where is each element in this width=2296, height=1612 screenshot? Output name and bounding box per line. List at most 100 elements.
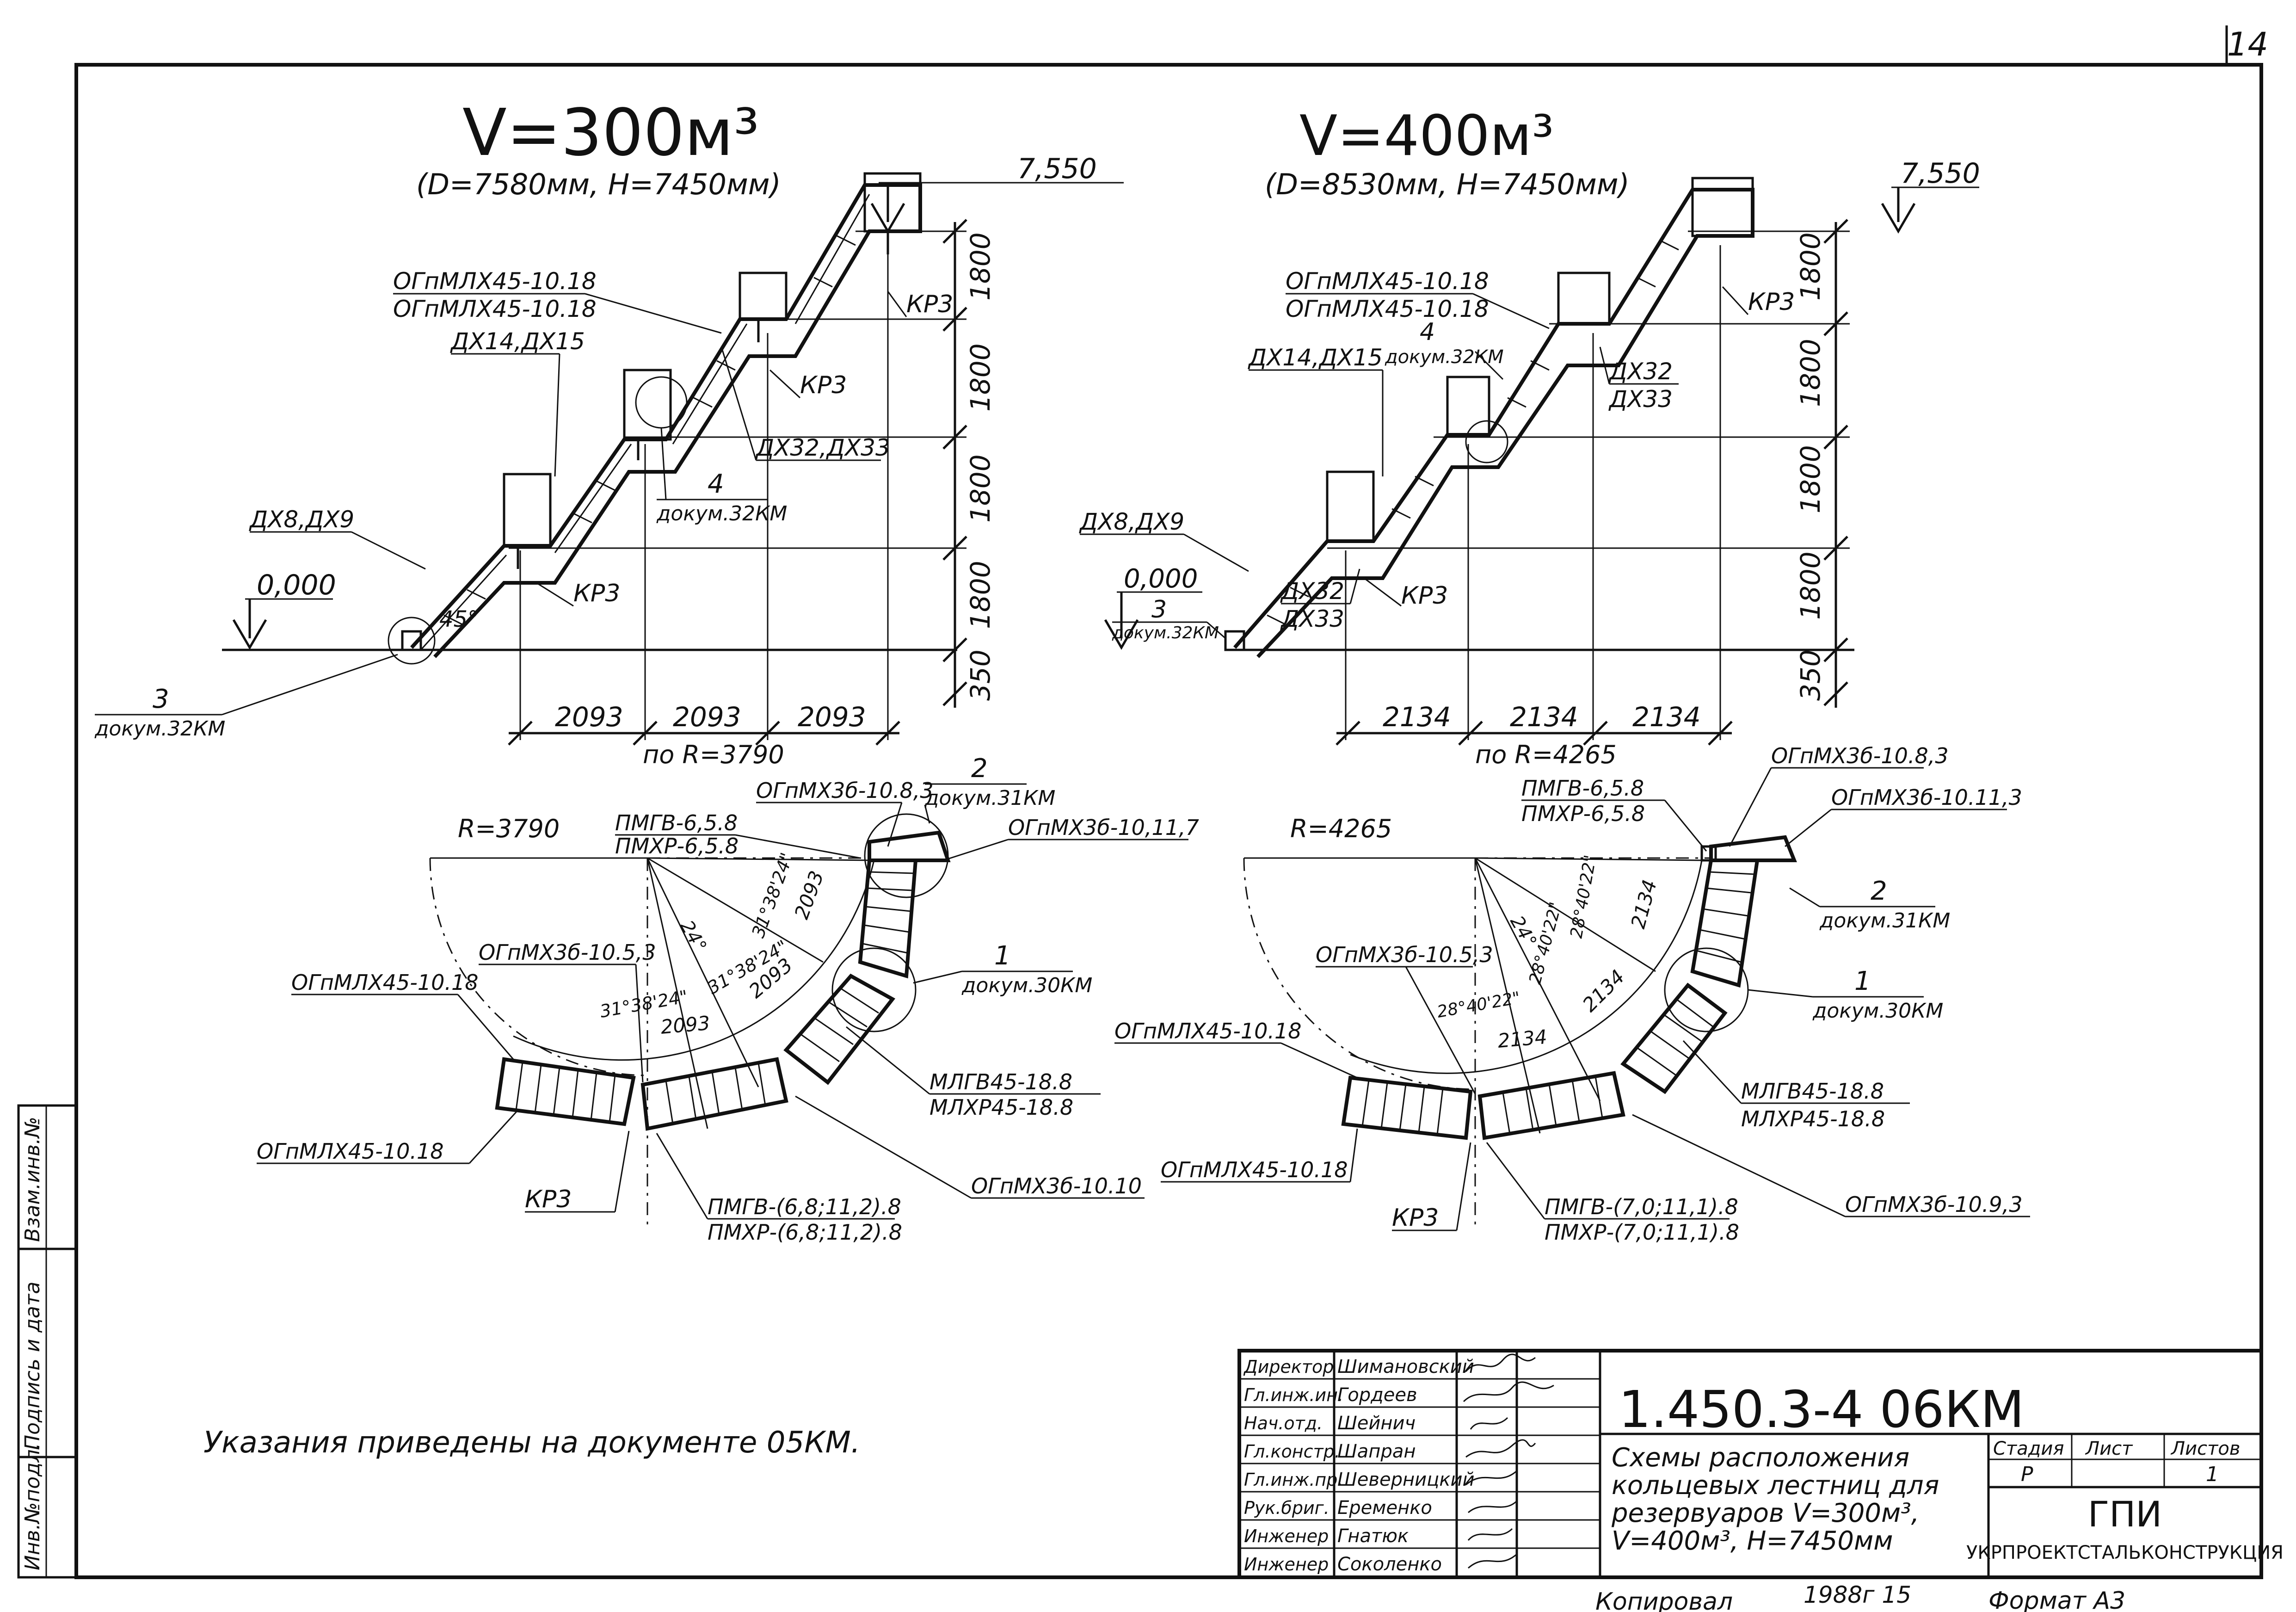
right-landing-2	[1446, 376, 1490, 436]
left-landing-3	[739, 272, 788, 321]
tb-role-2: Гл.инж.ин.	[1244, 1385, 1343, 1405]
left-view-subtitle: (D=7580мм, H=7450мм)	[416, 167, 781, 201]
left-leader	[222, 654, 398, 716]
left-plan-stair-3	[783, 973, 896, 1085]
tb-role-1: Директор	[1243, 1357, 1334, 1377]
copy-year: 1988г 15	[1804, 1581, 1911, 1608]
right-plan-leader	[1349, 1128, 1358, 1182]
right-leader	[1472, 293, 1550, 329]
left-plan-leader	[846, 1026, 930, 1095]
right-plan-arc2: 2134	[1578, 965, 1629, 1016]
right-ref4-doc: докум.32КМ	[1385, 346, 1504, 368]
left-plan-leader	[457, 994, 514, 1060]
right-plan-pmhr: ПМХР-6,5.8	[1521, 801, 1645, 826]
left-ref4-num: 4	[708, 469, 724, 499]
left-plan-inner-arc	[513, 860, 875, 1061]
left-ref4-doc: докум.32КМ	[656, 502, 787, 525]
left-plan-leader	[887, 802, 903, 847]
right-plan: R=4265 ПМГВ-6,5.8 ПМХР-6,5.8 ОГпМХ3б-10.…	[1114, 743, 2030, 1245]
tb-desc-4: V=400м³, H=7450мм	[1612, 1526, 1893, 1556]
left-dim-v-4: 1800	[965, 561, 996, 629]
left-plan-arc3: 2093	[790, 868, 828, 922]
left-stair-treads	[443, 235, 856, 625]
left-leader	[887, 291, 907, 317]
general-note: Указания приведены на документе 05КМ.	[203, 1426, 860, 1460]
left-plan-pmhr: ПМХР-6,5.8	[615, 834, 739, 858]
left-plan-ang4: 31°38'24"	[748, 850, 797, 940]
right-leader	[1183, 533, 1249, 572]
tb-role-4: Гл.констр.	[1244, 1441, 1340, 1462]
left-base-plate	[401, 630, 422, 651]
left-plan-ogmh-1010: ОГпМХ3б-10.10	[971, 1173, 1142, 1198]
side-stamp-sign: Подпись и дата	[21, 1282, 44, 1450]
left-leader	[769, 369, 801, 399]
right-elevation: V=400м³ (D=8530мм, H=7450мм) 1800 1800 1…	[1079, 104, 1980, 769]
left-plan-mlhr: МЛХР45-18.8	[929, 1095, 1073, 1120]
tb-role-7: Инженер	[1244, 1526, 1329, 1546]
left-leader	[554, 353, 560, 477]
right-dim-h-1: 2134	[1383, 701, 1451, 733]
left-plan-radius-arc	[429, 858, 648, 1076]
right-plan-ang4: 28°40'22"	[1567, 853, 1600, 939]
left-angle: 45°	[439, 606, 479, 632]
title-block: Директор Гл.инж.ин. Нач.отд. Гл.констр. …	[1237, 1349, 2284, 1579]
right-plan-radius-arc	[1243, 858, 1476, 1090]
left-plan-ogmlh-a: ОГпМЛХ45-10.18	[291, 970, 479, 995]
right-view-subtitle: (D=8530мм, H=7450мм)	[1265, 167, 1630, 201]
left-leader	[536, 582, 574, 607]
left-detail-circle-3	[388, 617, 436, 665]
right-dim-v-2: 1800	[1795, 339, 1826, 407]
right-plan-arc1: 2134	[1497, 1025, 1548, 1052]
left-projection-lines	[519, 250, 889, 740]
right-leader	[1599, 346, 1610, 384]
right-plan-stair-3	[1620, 982, 1728, 1094]
left-ref3-doc: докум.32КМ	[94, 717, 225, 741]
right-leader	[1364, 577, 1402, 607]
left-plan-ogmlh-b: ОГпМЛХ45-10.18	[257, 1139, 444, 1164]
tb-document-code: 1.450.3-4 06КМ	[1619, 1380, 2024, 1439]
paper-format: Формат А3	[1988, 1587, 2125, 1612]
tb-name-7: Гнатюк	[1337, 1526, 1409, 1547]
right-view-title: V=400м³	[1299, 104, 1554, 168]
right-plan-detail-1	[1664, 947, 1749, 1032]
left-label-ogmlh-1: ОГпМЛХ45-10.18	[393, 268, 597, 295]
right-plan-ogmh-53: ОГпМХ3б-10.5,3	[1316, 942, 1493, 967]
side-stamp-replace: Взам.инв.№	[21, 1117, 44, 1242]
tb-stage: Р	[2021, 1463, 2033, 1486]
left-plan-kr3: КР3	[525, 1186, 572, 1213]
right-plan-pmgv2: ПМГВ-(7,0;11,1).8	[1545, 1194, 1738, 1219]
left-plan: R=3790 ПМГВ-6,5.8 ПМХР-6,5.8 ОГпМХ3б-10.…	[257, 754, 1199, 1245]
tb-org-2: УКРПРОЕКТСТАЛЬКОНСТРУКЦИЯ	[1966, 1542, 2284, 1563]
left-plan-ogmh-83: ОГпМХ3б-10.8,3	[756, 778, 934, 803]
right-plan-ref1-num: 1	[1854, 966, 1871, 996]
left-plan-ref1-doc: докум.30КМ	[961, 974, 1092, 997]
left-plan-ref2-doc: докум.31КМ	[924, 786, 1055, 810]
left-h-ticks	[508, 721, 900, 746]
right-plan-ref2-num: 2	[1871, 876, 1887, 906]
left-dim-ticks	[942, 219, 967, 706]
left-plan-radius: R=3790	[458, 814, 560, 843]
right-plan-ogmh-83: ОГпМХ3б-10.8,3	[1771, 743, 1949, 768]
right-detail-circle-4	[1465, 420, 1508, 463]
left-plan-leader	[795, 1095, 972, 1199]
sheet-number: 14	[2227, 25, 2268, 63]
left-label-dh8: ДХ8,ДХ9	[249, 506, 354, 533]
signatures	[1463, 1353, 1554, 1569]
right-plan-stair-1	[1341, 1075, 1473, 1140]
sheet-frame	[74, 63, 2263, 1579]
left-leader	[660, 427, 667, 500]
tb-sheets-header: Листов	[2170, 1438, 2240, 1459]
right-dim-h-2: 2134	[1510, 701, 1578, 733]
right-plan-ogmh-93: ОГпМХ3б-10.9,3	[1845, 1192, 2023, 1217]
left-plan-rays	[646, 857, 874, 1129]
left-stair-outline	[410, 183, 922, 658]
right-plan-ogmlh-a: ОГпМЛХ45-10.18	[1114, 1019, 1302, 1044]
left-plan-ref2-num: 2	[971, 754, 988, 784]
left-plan-leader	[735, 834, 861, 859]
left-dim-h-1: 2093	[555, 701, 623, 733]
right-plan-mlhr: МЛХР45-18.8	[1741, 1106, 1885, 1131]
right-dim-v-3: 1800	[1795, 445, 1826, 513]
left-plan-leader	[468, 1109, 519, 1164]
tb-role-5: Гл.инж.пр.	[1244, 1470, 1343, 1490]
